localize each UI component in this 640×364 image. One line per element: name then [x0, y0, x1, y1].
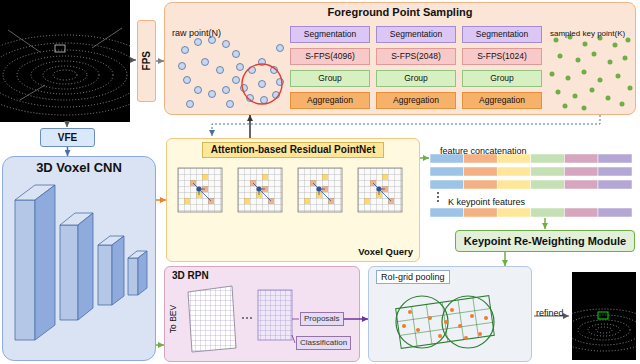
connector-arrow [249, 115, 251, 138]
connector-arrow [67, 147, 69, 156]
box-text: Segmentation [390, 30, 442, 40]
text-label: sampled key point(K) [550, 29, 625, 38]
box-text: Proposals [304, 314, 340, 323]
process-box: Group [290, 70, 370, 87]
box-text: Group [404, 74, 428, 84]
process-box: Group [462, 70, 542, 87]
process-box: Segmentation [376, 26, 456, 43]
box-text: Foreground Point Sampling [328, 6, 473, 19]
process-box: S-FPS(1024) [462, 48, 542, 65]
process-box: Aggregation [462, 92, 542, 109]
box-text: Classification [300, 338, 347, 347]
connector-arrow [504, 252, 506, 266]
connector-arrow [156, 344, 164, 346]
box-text: 3D RPN [172, 270, 209, 282]
process-box: Keypoint Re-Weighting Module [455, 230, 635, 252]
process-box: Group [376, 70, 456, 87]
section-panel: Foreground Point SamplingSegmentation Seg… [164, 2, 636, 115]
process-box: Segmentation [462, 26, 542, 43]
text-label: To BEV [169, 305, 179, 333]
box-text: Segmentation [476, 30, 528, 40]
text-label: raw point(N) [172, 28, 221, 38]
process-box: Segmentation [290, 26, 370, 43]
box-text: FPS [141, 51, 153, 70]
box-text: Attention-based Residual PointNet [202, 142, 384, 158]
process-box: S-FPS(4096) [290, 48, 370, 65]
process-box: Classification [296, 336, 351, 350]
box-text: S-FPS(4096) [305, 52, 355, 62]
process-box: Proposals [300, 312, 344, 326]
text-label: K keypoint features [448, 197, 525, 207]
box-text: Segmentation [304, 30, 356, 40]
process-box: VFE [40, 128, 95, 147]
text-label: refined [536, 308, 564, 318]
connector-arrow [344, 318, 368, 320]
connector-arrow [156, 199, 166, 201]
box-text: RoI-grid pooling [376, 270, 450, 284]
box-text: Aggregation [307, 96, 353, 106]
box-text: Aggregation [393, 96, 439, 106]
process-box: S-FPS(2048) [376, 48, 456, 65]
box-text: 3D Voxel CNN [36, 161, 122, 176]
box-text: S-FPS(1024) [477, 52, 527, 62]
step-box: FPS [137, 20, 156, 102]
process-box: Aggregation [290, 92, 370, 109]
box-text: Keypoint Re-Weighting Module [464, 235, 626, 248]
box-text: Voxel Query [358, 247, 413, 258]
process-box: Aggregation [376, 92, 456, 109]
text-label: feature concatenation [440, 146, 527, 156]
connector-arrow [156, 60, 164, 62]
box-text: Group [490, 74, 514, 84]
box-text: Group [318, 74, 342, 84]
box-text: Aggregation [479, 96, 525, 106]
box-text: VFE [58, 132, 77, 144]
box-text: S-FPS(2048) [391, 52, 441, 62]
